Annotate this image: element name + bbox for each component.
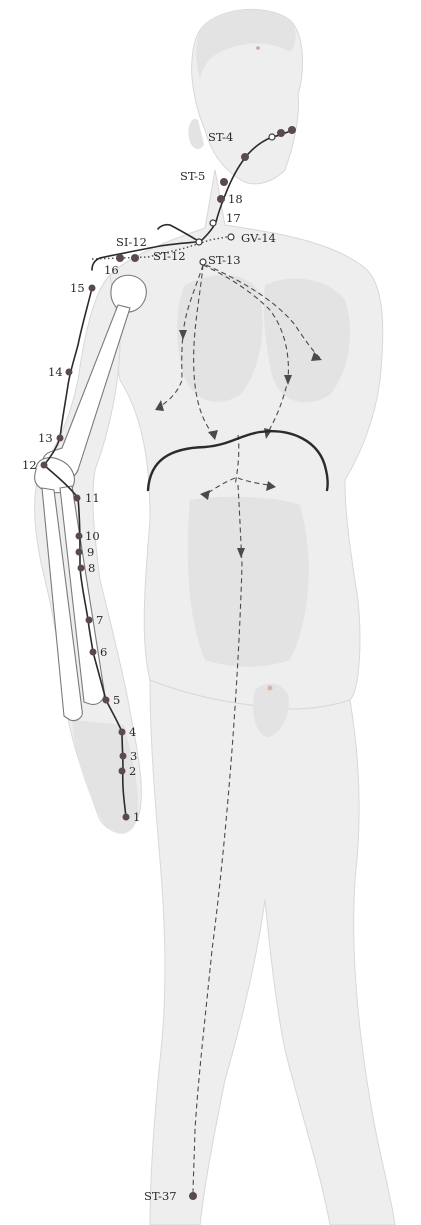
label-14: 14 xyxy=(48,365,63,379)
label-2: 2 xyxy=(129,764,136,778)
point-8 xyxy=(78,565,85,572)
label-8: 8 xyxy=(88,561,95,575)
chest-shading-right xyxy=(264,279,350,403)
point-13 xyxy=(57,435,64,442)
st4-open-point xyxy=(269,134,275,140)
point-9 xyxy=(76,549,83,556)
point-11 xyxy=(74,495,81,502)
point-4 xyxy=(119,729,126,736)
point-15 xyxy=(89,285,96,292)
label-st37: ST-37 xyxy=(144,1189,177,1203)
point-3 xyxy=(120,753,127,760)
label-11: 11 xyxy=(85,491,100,505)
label-12: 12 xyxy=(22,458,37,472)
point-12 xyxy=(41,462,48,469)
label-6: 6 xyxy=(100,645,107,659)
st13-point xyxy=(200,259,206,265)
label-st13: ST-13 xyxy=(208,253,241,267)
label-3: 3 xyxy=(130,749,137,763)
navel-mark xyxy=(268,686,273,691)
point-17-open xyxy=(210,220,216,226)
label-st4: ST-4 xyxy=(208,130,233,144)
face-point-b xyxy=(288,126,296,134)
label-9: 9 xyxy=(87,545,94,559)
label-10: 10 xyxy=(85,529,100,543)
label-18: 18 xyxy=(228,192,243,206)
si12-point xyxy=(116,254,124,262)
label-4: 4 xyxy=(129,725,136,739)
label-st5: ST-5 xyxy=(180,169,205,183)
point-2 xyxy=(119,768,126,775)
legs xyxy=(150,680,395,1225)
label-17: 17 xyxy=(226,211,241,225)
point-1 xyxy=(123,814,130,821)
st5-point xyxy=(220,178,228,186)
point-7 xyxy=(86,617,93,624)
point-5 xyxy=(103,697,110,704)
point-10 xyxy=(76,533,83,540)
humerus-head xyxy=(111,275,146,312)
abdomen-shading xyxy=(188,497,309,667)
st37-point xyxy=(189,1192,197,1200)
label-13: 13 xyxy=(38,431,53,445)
neck-open-point xyxy=(196,239,202,245)
gv14-point xyxy=(228,234,234,240)
label-5: 5 xyxy=(113,693,120,707)
st12-point xyxy=(131,254,139,262)
label-7: 7 xyxy=(96,613,103,627)
label-16: 16 xyxy=(104,263,119,277)
forehead-mark xyxy=(256,46,260,50)
point-14 xyxy=(66,369,73,376)
face-point-a xyxy=(277,129,285,137)
label-gv14: GV-14 xyxy=(241,231,276,245)
label-st12: ST-12 xyxy=(153,249,186,263)
ear xyxy=(188,119,204,149)
face-point-st4 xyxy=(241,153,249,161)
point-18 xyxy=(217,195,225,203)
label-15: 15 xyxy=(70,281,85,295)
point-6 xyxy=(90,649,97,656)
label-si12: SI-12 xyxy=(116,235,147,249)
label-1: 1 xyxy=(133,810,140,824)
